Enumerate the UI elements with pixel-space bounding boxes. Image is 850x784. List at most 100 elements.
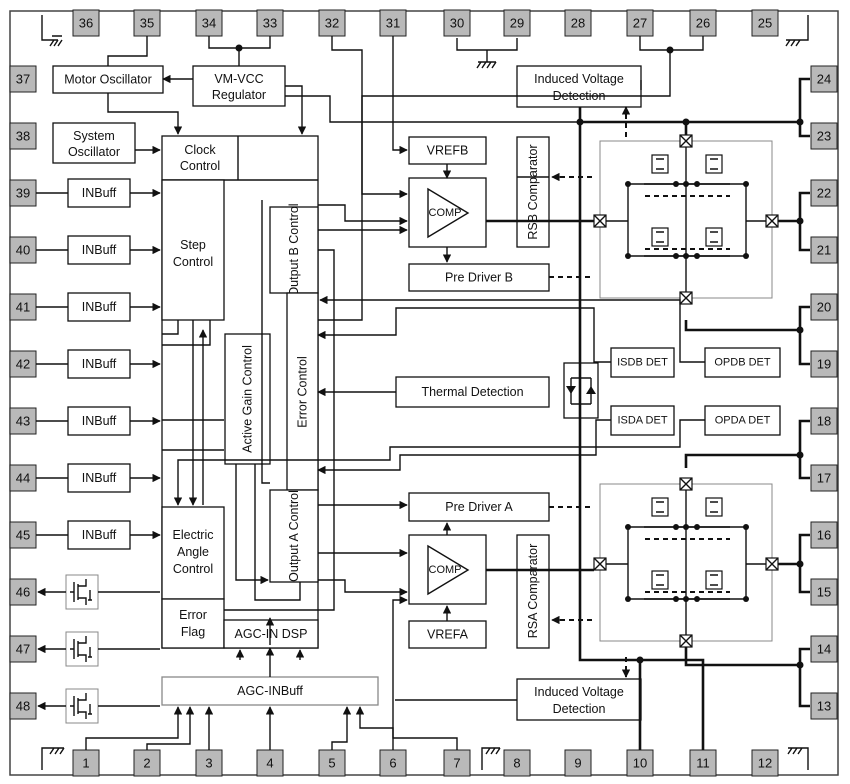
pin-number: 1 [82,756,89,771]
pin-number: 26 [696,16,710,31]
pin-48: 48 [9,692,37,720]
isda-det-block [610,405,675,436]
pin-38: 38 [9,122,37,150]
pin-number: 27 [633,16,647,31]
pin-13: 13 [810,692,838,720]
pin-number: 18 [817,414,831,429]
pin-34: 34 [195,9,223,37]
regulator-label: Regulator [212,88,266,102]
pin-37: 37 [9,65,37,93]
pin-31: 31 [379,9,407,37]
pin-30: 30 [443,9,471,37]
pin-7: 7 [443,749,471,777]
comp-a-label: COMP [429,564,462,576]
pin-number: 25 [758,16,772,31]
chip-outline [9,10,839,776]
pin-number: 5 [328,756,335,771]
output-a-control-block [269,489,319,583]
pin-number: 21 [817,243,831,258]
pin-25: 25 [751,9,779,37]
ground-icon-top-right [785,15,809,47]
motor-oscillator-label: Motor Oscillator [64,73,152,87]
open-drain-outputs [37,574,160,724]
rsb-comparator-block [516,136,550,248]
isda-det-label: ISDA DET [617,415,667,427]
pin-number: 3 [205,756,212,771]
vm-vcc-label: VM-VCC [214,72,263,86]
pin-number: 9 [574,756,581,771]
pin-number: 46 [16,585,30,600]
pin-number: 38 [16,129,30,144]
error-flag-label-1: Error [179,608,207,622]
pin-number: 44 [16,471,30,486]
pin-32: 32 [318,9,346,37]
pin-number: 14 [817,642,831,657]
pin-5: 5 [318,749,346,777]
pin-number: 17 [817,471,831,486]
pin-47: 47 [9,635,37,663]
rsa-comparator-block [516,534,550,649]
pin-23: 23 [810,122,838,150]
thermal-detection-block [395,376,550,408]
pin-45: 45 [9,521,37,549]
system-oscillator-block [52,122,136,164]
pin-number: 10 [633,756,647,771]
inbuff-block: INBuff [36,406,161,436]
step-control-block [161,179,225,321]
pin-19: 19 [810,350,838,378]
pin-41: 41 [9,293,37,321]
h-bridge-icon [593,134,779,305]
opda-det-label: OPDA DET [715,415,771,427]
ground-icon-bottom-left [41,747,65,770]
pin-number: 12 [758,756,772,771]
pin-number: 45 [16,528,30,543]
pin-26: 26 [689,9,717,37]
pin-number: 40 [16,243,30,258]
vrefa-label: VREFA [427,628,469,642]
pin-8: 8 [503,749,531,777]
pin-number: 42 [16,357,30,372]
inbuff-group: INBuffINBuffINBuffINBuffINBuffINBuffINBu… [36,178,161,550]
pin-42: 42 [9,350,37,378]
pin-number: 28 [571,16,585,31]
comp-b-block [408,177,487,248]
inbuff-block: INBuff [36,235,161,265]
pin-number: 37 [16,72,30,87]
inbuff-block: INBuff [36,463,161,493]
induced-voltage-bottom-label-2: Detection [553,702,606,716]
electric-label: Electric [173,528,214,542]
pin-36: 36 [72,9,100,37]
rsb-comparator-label: RSB Comparator [526,144,540,239]
agc-inbuff-block [161,676,379,706]
inbuff-label: INBuff [82,300,117,314]
induced-voltage-detection-bottom-block [516,678,642,721]
oscillator-label: Oscillator [68,145,120,159]
error-flag-label-2: Flag [181,625,205,639]
pre-driver-a-block [408,492,550,522]
connection-wiring [85,36,810,750]
vm-vcc-regulator-block [192,65,286,107]
pin-number: 33 [263,16,277,31]
pin-number: 24 [817,72,831,87]
open-drain-transistor-icon [37,574,160,610]
pin-18: 18 [810,407,838,435]
pin-44: 44 [9,464,37,492]
ground-icon-pin-8 [481,747,501,770]
inbuff-label: INBuff [82,471,117,485]
pin-number: 32 [325,16,339,31]
pin-number: 22 [817,186,831,201]
inbuff-label: INBuff [82,414,117,428]
agc-inbuff-label: AGC-INBuff [237,684,303,698]
induced-voltage-top-label-1: Induced Voltage [534,72,624,86]
electric-angle-control-block [161,506,225,600]
pin-number: 35 [140,16,154,31]
pin-number: 43 [16,414,30,429]
pin-number: 2 [143,756,150,771]
output-b-control-label: Output B Control [287,203,301,296]
pin-17: 17 [810,464,838,492]
pin-number: 11 [696,756,710,771]
pin-number: 47 [16,642,30,657]
